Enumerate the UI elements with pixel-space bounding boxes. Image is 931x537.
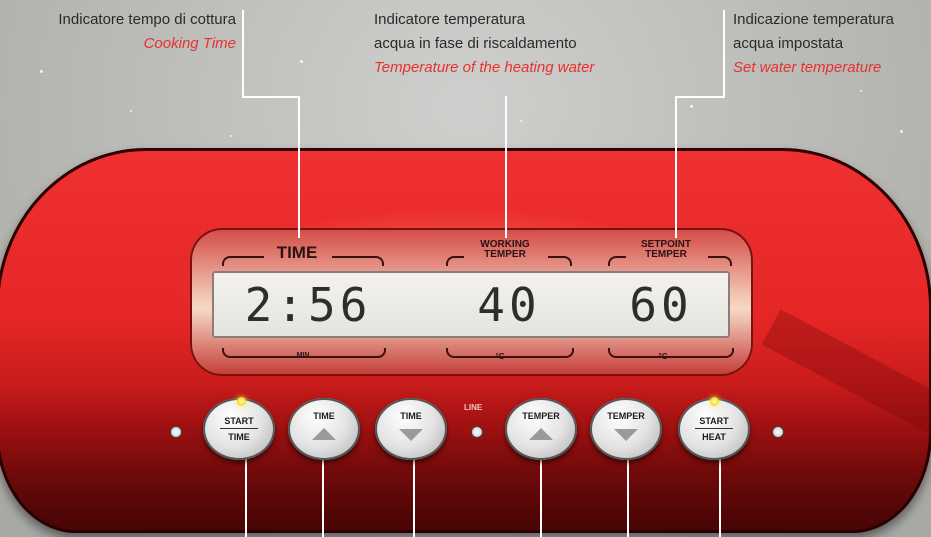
working-bracket-top-right bbox=[548, 256, 572, 266]
indicator-light-right bbox=[773, 427, 783, 437]
working-temp-annotation: Indicatore temperatura acqua in fase di … bbox=[374, 8, 674, 80]
working-temper-label: WORKING TEMPER bbox=[460, 240, 550, 260]
setpoint-bracket-top bbox=[608, 256, 626, 266]
lcd-screen bbox=[212, 271, 730, 338]
leader-btn-time-up bbox=[322, 458, 324, 537]
cooking-time-annotation: Indicatore tempo di cottura Cooking Time bbox=[0, 8, 236, 56]
arrow-down-icon bbox=[614, 429, 638, 441]
working-temp-label-en: Temperature of the heating water bbox=[374, 59, 595, 76]
arrow-down-icon bbox=[399, 429, 423, 441]
setpoint-label-line2: TEMPER bbox=[645, 249, 687, 260]
leader-btn-time-down bbox=[413, 458, 415, 537]
cooking-time-label-en: Cooking Time bbox=[143, 35, 236, 52]
setpoint-unit-label: °C bbox=[658, 352, 668, 361]
setpoint-label-line1: SETPOINT bbox=[640, 239, 691, 250]
start-time-button-line2: TIME bbox=[228, 432, 250, 442]
indicator-light-left bbox=[171, 427, 181, 437]
start-time-separator bbox=[220, 428, 258, 429]
leader-time bbox=[242, 10, 244, 97]
start-heat-button-line1: START bbox=[699, 416, 729, 426]
working-temp-label-it-2: acqua in fase di riscaldamento bbox=[374, 35, 577, 52]
start-heat-separator bbox=[695, 428, 733, 429]
setpoint-temp-label-it-2: acqua impostata bbox=[733, 35, 844, 52]
leader-btn-start-heat bbox=[719, 458, 721, 537]
leader-time-v2 bbox=[298, 96, 300, 238]
temper-up-button-label: TEMPER bbox=[522, 411, 560, 421]
time-bracket-top bbox=[222, 256, 264, 266]
time-down-button-label: TIME bbox=[400, 411, 422, 421]
arrow-up-icon bbox=[312, 428, 336, 440]
setpoint-temp-annotation: Indicazione temperatura acqua impostata … bbox=[733, 8, 931, 80]
leader-time-h bbox=[242, 96, 300, 98]
leader-setpoint-h bbox=[675, 96, 725, 98]
leader-btn-temper-up bbox=[540, 458, 542, 537]
leader-working bbox=[505, 96, 507, 238]
time-up-button[interactable]: TIME bbox=[288, 398, 360, 460]
time-unit-label: MIN bbox=[296, 352, 310, 359]
leader-setpoint bbox=[723, 10, 725, 97]
time-bracket-top-right bbox=[332, 256, 384, 266]
time-bracket-bottom bbox=[222, 348, 386, 358]
working-unit-label: °C bbox=[495, 352, 505, 361]
time-up-button-label: TIME bbox=[313, 411, 335, 421]
working-bracket-top bbox=[446, 256, 464, 266]
setpoint-bracket-bottom bbox=[608, 348, 734, 358]
setpoint-temp-label-it-1: Indicazione temperatura bbox=[733, 11, 894, 28]
leader-btn-start-time bbox=[245, 458, 247, 537]
line-label: LINE bbox=[464, 403, 483, 412]
start-heat-led-icon bbox=[710, 397, 719, 406]
time-display-label: TIME bbox=[276, 243, 318, 262]
time-readout: 2:56 bbox=[244, 278, 372, 332]
setpoint-temp-label-en: Set water temperature bbox=[733, 59, 882, 76]
leader-setpoint-v2 bbox=[675, 96, 677, 238]
start-heat-button[interactable]: START HEAT bbox=[678, 398, 750, 460]
start-heat-button-line2: HEAT bbox=[702, 432, 726, 442]
start-time-button-line1: START bbox=[224, 416, 254, 426]
time-down-button[interactable]: TIME bbox=[375, 398, 447, 460]
setpoint-bracket-top-right bbox=[708, 256, 732, 266]
arrow-up-icon bbox=[529, 428, 553, 440]
setpoint-temp-readout: 60 bbox=[629, 278, 693, 332]
working-bracket-bottom bbox=[446, 348, 574, 358]
start-time-button[interactable]: START TIME bbox=[203, 398, 275, 460]
cooking-time-label-it: Indicatore tempo di cottura bbox=[58, 11, 236, 28]
working-temp-label-it-1: Indicatore temperatura bbox=[374, 11, 525, 28]
working-label-line2: TEMPER bbox=[484, 249, 526, 260]
leader-btn-temper-down bbox=[627, 458, 629, 537]
temper-up-button[interactable]: TEMPER bbox=[505, 398, 577, 460]
temper-down-button[interactable]: TEMPER bbox=[590, 398, 662, 460]
line-indicator-light bbox=[472, 427, 482, 437]
panel-shadow bbox=[0, 383, 931, 533]
setpoint-temper-label: SETPOINT TEMPER bbox=[621, 240, 711, 260]
start-time-led-icon bbox=[237, 397, 246, 406]
working-temp-readout: 40 bbox=[477, 278, 541, 332]
working-label-line1: WORKING bbox=[480, 239, 530, 250]
temper-down-button-label: TEMPER bbox=[607, 411, 645, 421]
